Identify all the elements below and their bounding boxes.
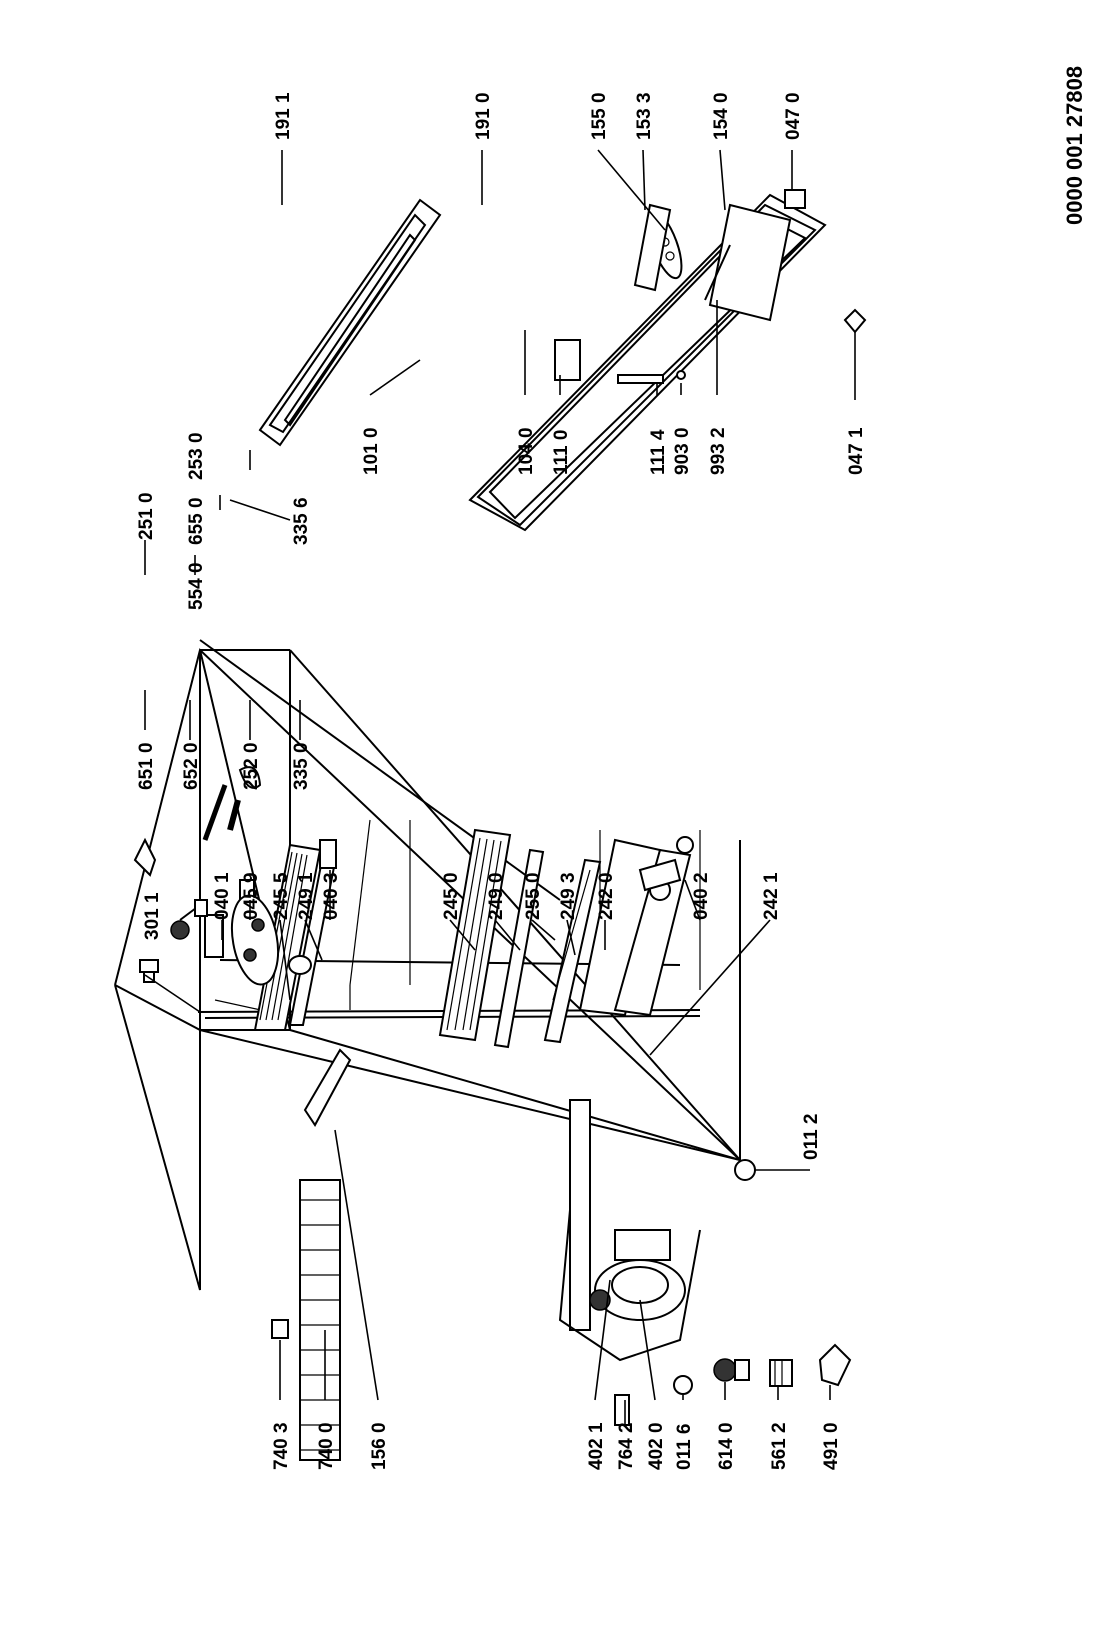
- label-245-5: 245 5: [271, 872, 292, 920]
- bulb-651-0: [139, 959, 159, 983]
- label-554-0: 554 0: [186, 562, 207, 610]
- label-335-6: 335 6: [291, 497, 312, 545]
- cord-993-2: [704, 244, 731, 301]
- label-011-2: 011 2: [801, 1114, 822, 1161]
- hinge-040-1: [204, 914, 224, 958]
- glass-shelf-249-3: [543, 858, 602, 1044]
- label-104-0: 104 0: [516, 427, 537, 475]
- label-491-0: 491 0: [821, 1422, 842, 1470]
- plate-111-4: [617, 374, 664, 384]
- label-111-4: 111 4: [648, 429, 669, 475]
- label-740-3: 740 3: [271, 1422, 292, 1470]
- cover-491-0: [818, 1343, 852, 1387]
- label-255-0: 255 0: [523, 872, 544, 920]
- label-561-2: 561 2: [769, 1422, 790, 1470]
- screw-903-0: [676, 370, 686, 380]
- label-245-0: 245 0: [441, 872, 462, 920]
- label-402-1: 402 1: [586, 1422, 607, 1470]
- lamp-housing-252-0: [230, 894, 280, 986]
- label-047-0: 047 0: [783, 92, 804, 140]
- bulb-holder-554-0: [194, 899, 208, 917]
- relay-764-2: [614, 1394, 630, 1426]
- label-651-0: 651 0: [136, 742, 157, 790]
- hinge-040-2: [638, 836, 694, 892]
- label-111-0: 111 0: [551, 430, 572, 475]
- label-153-3: 153 3: [634, 92, 655, 140]
- label-253-0: 253 0: [186, 432, 207, 480]
- ice-tray-156-0: [303, 1048, 352, 1127]
- label-242-0: 242 0: [596, 872, 617, 920]
- label-045-9: 045 9: [241, 872, 262, 920]
- label-249-3: 249 3: [558, 872, 579, 920]
- label-249-1: 249 1: [296, 872, 317, 920]
- handle-111-0: [554, 339, 581, 381]
- leader-lines: [144, 149, 856, 1425]
- label-191-1: 191 1: [273, 92, 294, 140]
- condenser-156-0: [299, 1179, 341, 1461]
- probe-655-0: [202, 784, 228, 841]
- lamp-cover-251-0: [133, 837, 157, 877]
- label-011-6: 011 6: [674, 1424, 695, 1471]
- compressor-base-402-1: [558, 1209, 701, 1362]
- label-993-2: 993 2: [708, 427, 729, 475]
- label-101-0: 101 0: [361, 427, 382, 475]
- label-155-0: 155 0: [589, 92, 610, 140]
- crisper-242-1: [613, 848, 692, 1017]
- label-242-1: 242 1: [761, 872, 782, 920]
- hinge-040-3: [319, 839, 337, 869]
- label-252-0: 252 0: [241, 742, 262, 790]
- door-bin-154-0: [708, 203, 792, 322]
- label-402-0: 402 0: [646, 1422, 667, 1470]
- label-740-0: 740 0: [316, 1422, 337, 1470]
- sleeve-335-6: [227, 799, 241, 831]
- label-903-0: 903 0: [672, 427, 693, 475]
- label-040-1: 040 1: [212, 872, 233, 920]
- freezer-door-101-0: [258, 198, 442, 447]
- label-047-1: 047 1: [846, 427, 867, 475]
- document-number: 0000 001 27808: [1062, 66, 1087, 225]
- drain-strip-740-0: [569, 1099, 591, 1331]
- cap-740-3: [271, 1319, 289, 1339]
- label-040-2: 040 2: [691, 872, 712, 920]
- label-335-0: 335 0: [291, 742, 312, 790]
- label-652-0: 652 0: [181, 742, 202, 790]
- hinge-047-0: [784, 189, 806, 209]
- label-614-0: 614 0: [716, 1422, 737, 1470]
- knob-335-0: [288, 955, 312, 975]
- fridge-shelf-245-0: [438, 828, 512, 1042]
- label-251-0: 251 0: [136, 492, 157, 540]
- compressor-402-0: [589, 1229, 686, 1321]
- label-040-3: 040 3: [321, 872, 342, 920]
- label-655-0: 655 0: [186, 497, 207, 545]
- label-301-1: 301 1: [142, 892, 163, 940]
- label-764-2: 764 2: [616, 1422, 637, 1470]
- thermostat-614-0: [713, 1358, 750, 1382]
- grommet-011-6: [673, 1375, 693, 1395]
- label-191-0: 191 0: [473, 92, 494, 140]
- relay-561-2: [769, 1359, 793, 1387]
- label-249-0: 249 0: [486, 872, 507, 920]
- label-154-0: 154 0: [711, 92, 732, 140]
- knob-253-0: [238, 766, 262, 789]
- label-156-0: 156 0: [369, 1422, 390, 1470]
- hinge-047-1: [843, 308, 867, 334]
- part-labels: 301 1 040 1 045 9 245 5 249 1 040 3 245 …: [136, 92, 867, 1470]
